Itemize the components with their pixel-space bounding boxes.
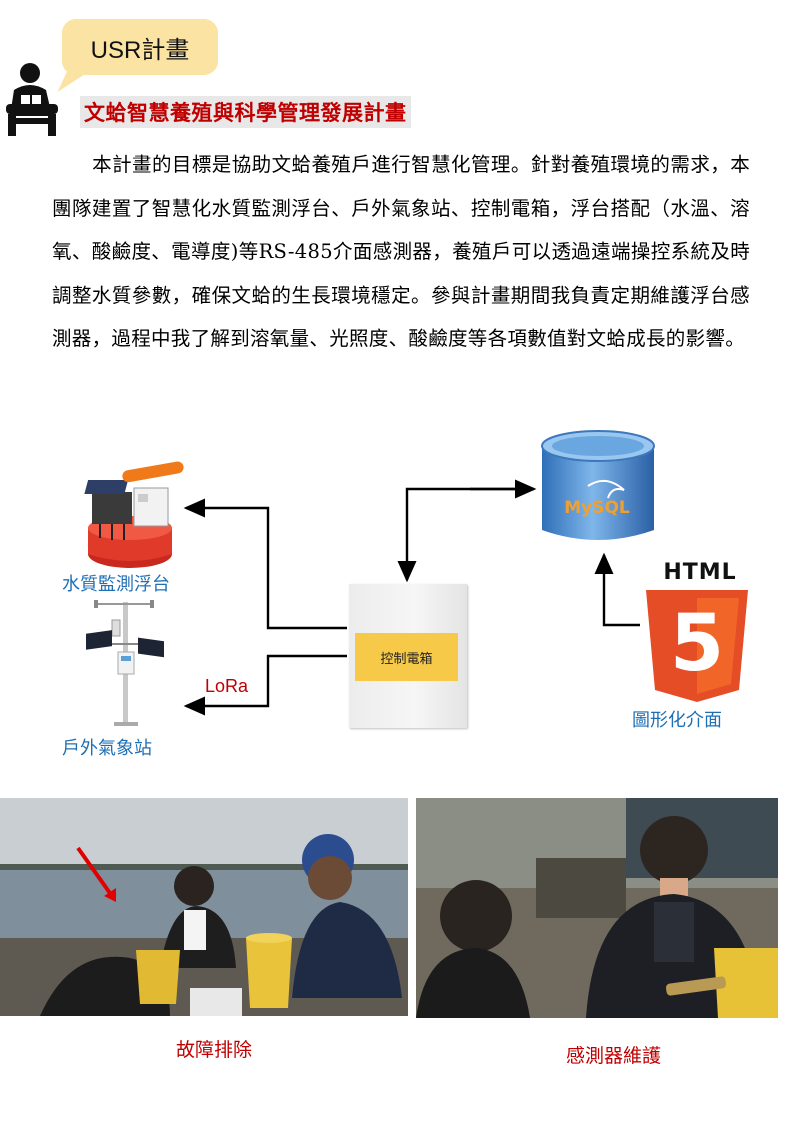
body-paragraph: 本計畫的目標是協助文蛤養殖戶進行智慧化管理。針對養殖環境的需求，本團隊建置了智慧… — [52, 153, 750, 350]
troubleshooting-caption: 故障排除 — [176, 1039, 253, 1061]
body-paragraph-block: 本計畫的目標是協助文蛤養殖戶進行智慧化管理。針對養殖環境的需求，本團隊建置了智慧… — [52, 143, 750, 361]
sensor-maintenance-photo-scene — [416, 798, 778, 1018]
person-reading-icon — [6, 63, 58, 136]
speech-bubble: USR計畫 — [62, 19, 218, 75]
page-title-band: 文蛤智慧養殖與科學管理發展計畫 — [80, 96, 411, 128]
html5-number: 5 — [669, 599, 725, 689]
html-logo-text: HTML — [663, 560, 737, 585]
page-title: 文蛤智慧養殖與科學管理發展計畫 — [84, 101, 407, 125]
mysql-logo-text: MySQL — [564, 498, 630, 518]
mysql-database-icon — [541, 430, 655, 540]
control-box-label: 控制電箱 — [355, 633, 458, 681]
photo-troubleshooting — [0, 798, 408, 1016]
weather-station-image — [86, 600, 164, 726]
float-label: 水質監測浮台 — [62, 574, 170, 595]
bubble-label: USR計畫 — [90, 36, 190, 64]
arrow-html-to-db — [594, 552, 640, 627]
monitoring-float-image — [84, 461, 184, 568]
arrow-to-weather-station — [183, 654, 347, 716]
html5-shield-icon — [646, 590, 748, 702]
lora-label: LoRa — [205, 676, 249, 696]
weather-station-label: 戶外氣象站 — [62, 738, 152, 759]
photo-sensor-maintenance — [416, 798, 778, 1018]
arrow-to-float — [183, 498, 347, 630]
arrow-db-to-control — [397, 487, 530, 583]
sensor-maintenance-caption: 感測器維護 — [566, 1045, 662, 1067]
graphical-interface-label: 圖形化介面 — [632, 710, 722, 731]
troubleshooting-photo-scene — [0, 798, 408, 1016]
